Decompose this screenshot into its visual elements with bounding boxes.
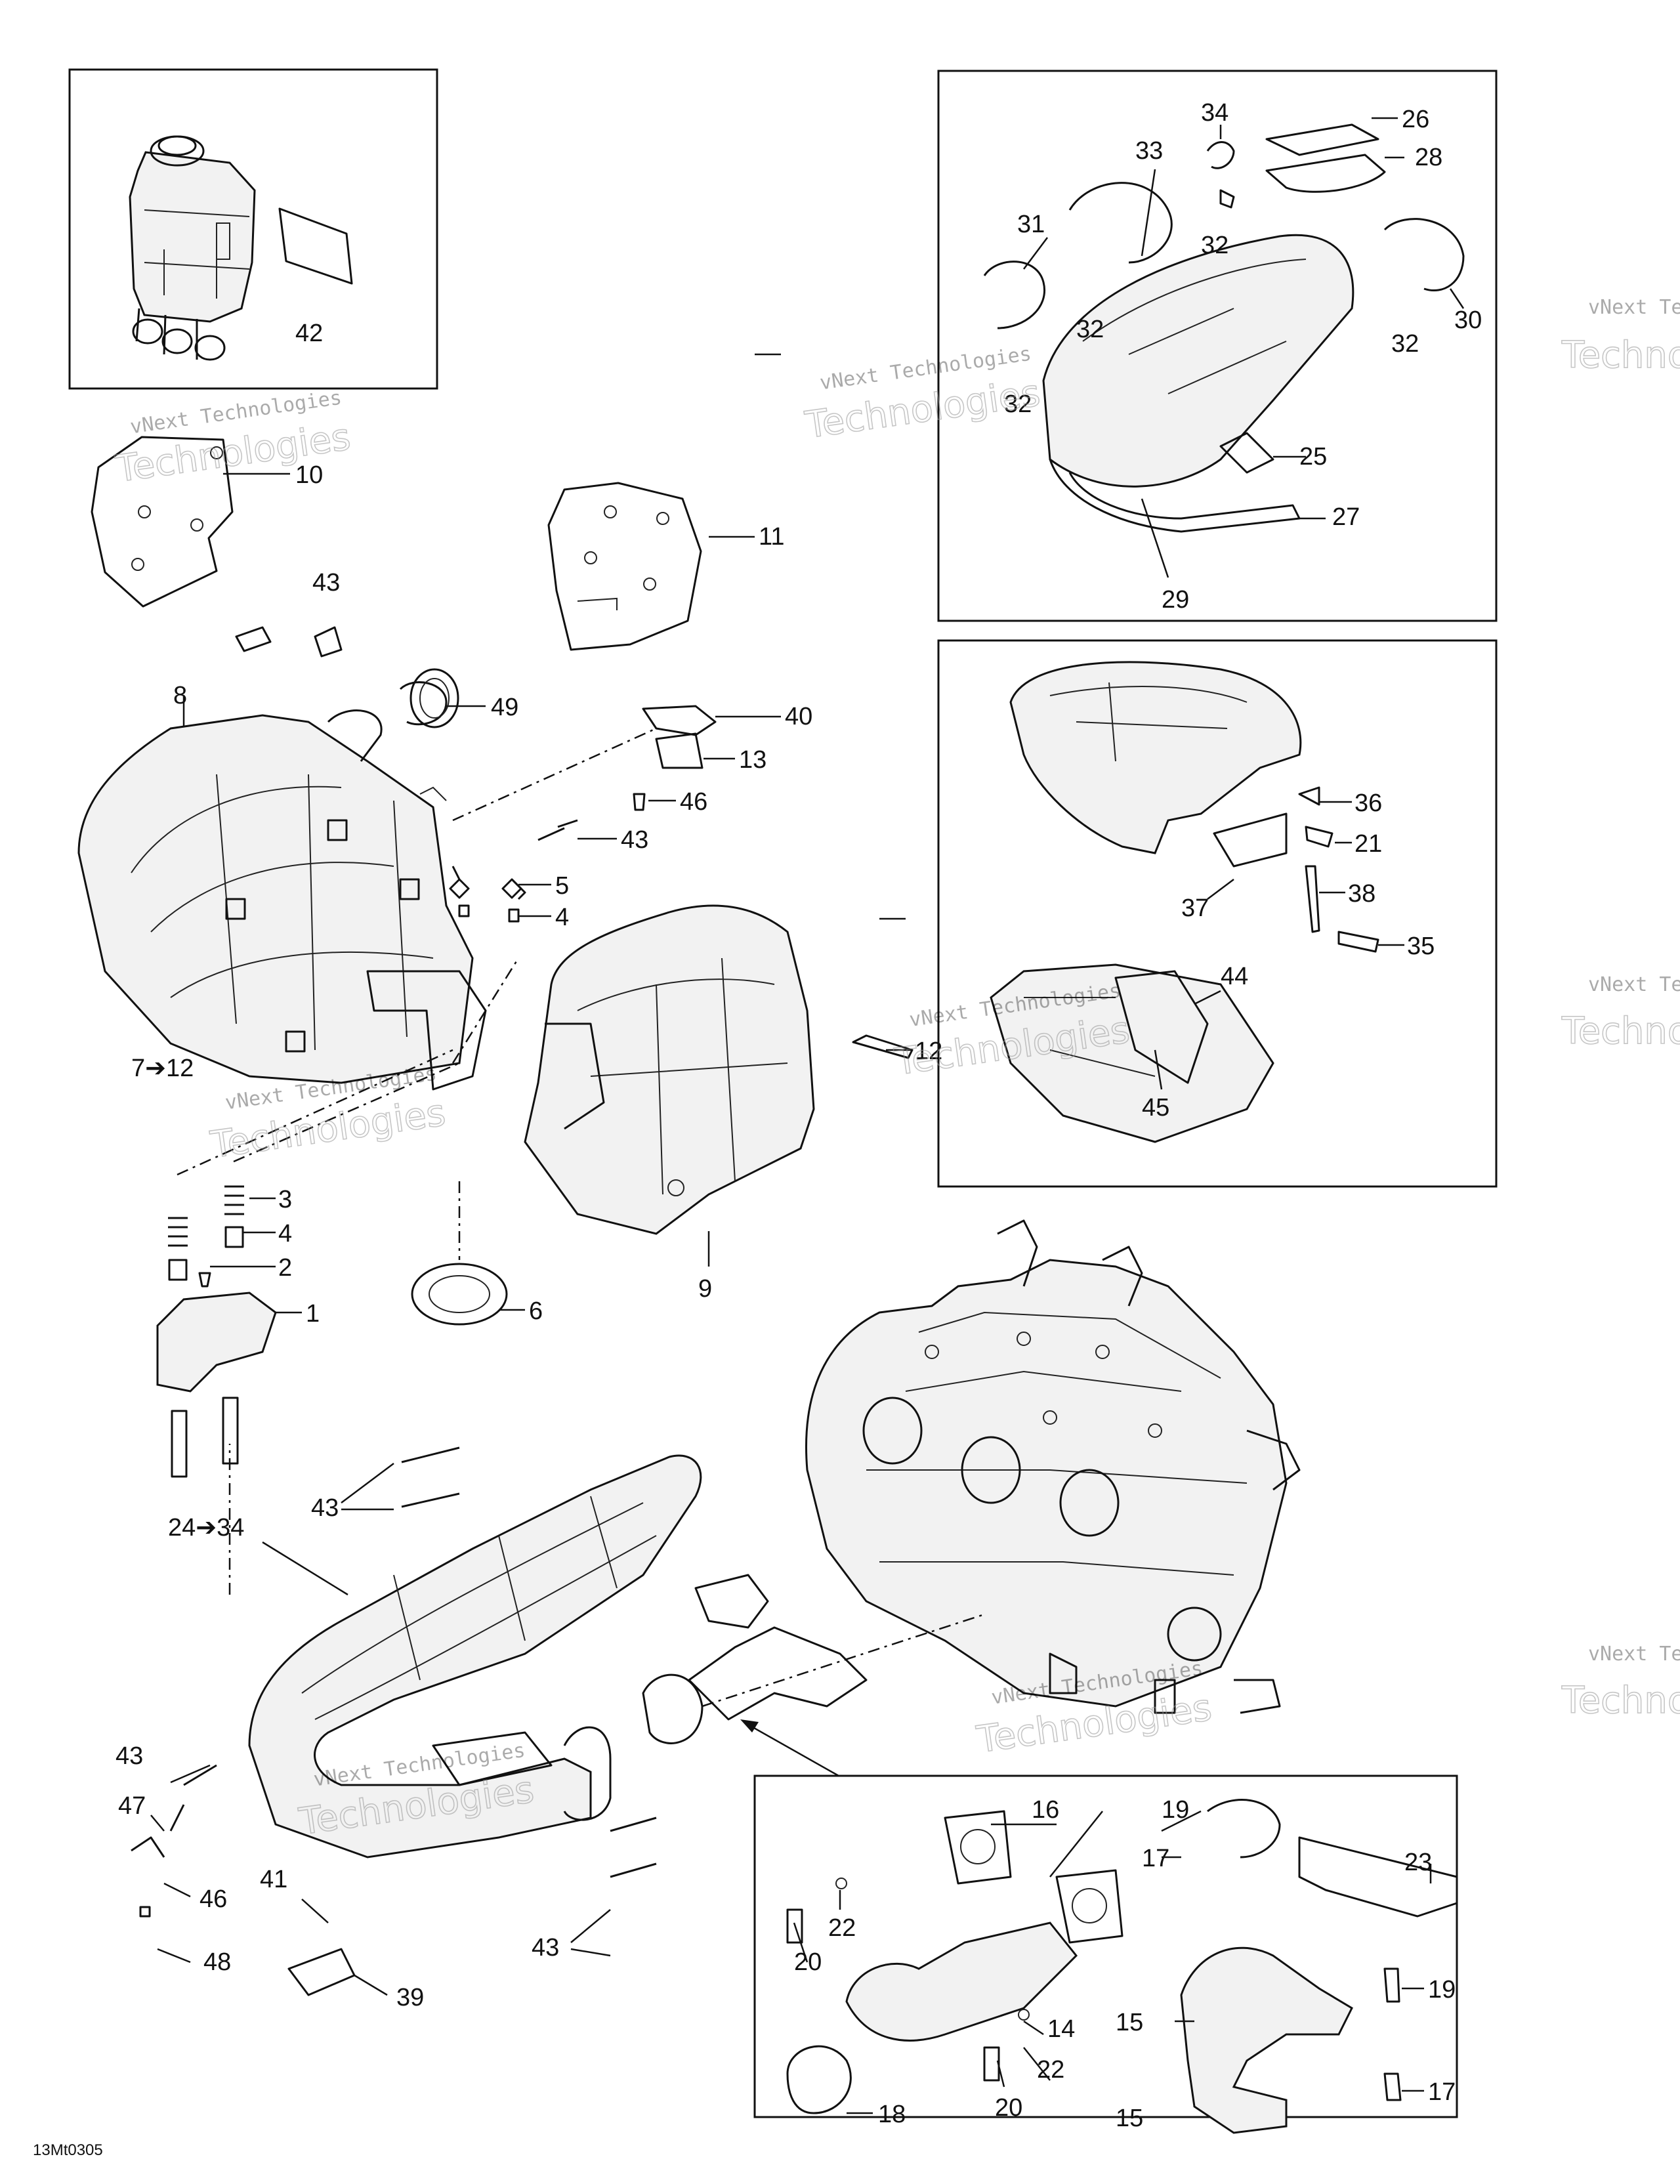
callout-8: 8 — [173, 682, 187, 709]
callout-9: 9 — [698, 1275, 712, 1303]
callout-49: 49 — [491, 694, 518, 721]
callout-30: 30 — [1454, 306, 1482, 334]
watermark-partial-outline: Technol — [1561, 1679, 1680, 1722]
callout-43-c: 43 — [311, 1494, 339, 1522]
callout-24-34: 24➔34 — [168, 1514, 244, 1542]
callout-32-d: 32 — [1391, 330, 1419, 358]
callout-1: 1 — [306, 1300, 320, 1328]
callout-18: 18 — [878, 2101, 906, 2128]
engine-part — [805, 1219, 1301, 1714]
muffler-part — [77, 709, 487, 1091]
watermark-partial: vNext Te — [1588, 973, 1680, 996]
callout-15-a: 15 — [1116, 2009, 1143, 2036]
callout-16: 16 — [1032, 1796, 1059, 1824]
oil-tank-inset-frame — [68, 68, 438, 390]
callout-28: 28 — [1415, 144, 1442, 171]
callout-37: 37 — [1181, 894, 1209, 922]
callout-21: 21 — [1354, 830, 1382, 858]
callout-46-b: 46 — [200, 1885, 227, 1913]
muffler-cover-part — [524, 904, 815, 1235]
callout-34: 34 — [1201, 99, 1228, 127]
tuned-pipe-inset-frame — [937, 70, 1498, 622]
watermark-partial-outline: Technol — [1561, 1010, 1680, 1053]
callout-19-b: 19 — [1428, 1976, 1456, 2004]
leader-lines — [150, 117, 1465, 2118]
callout-26: 26 — [1402, 106, 1429, 133]
callout-40: 40 — [785, 703, 812, 730]
watermark-partial-outline: Technol — [1561, 334, 1680, 377]
heat-shield-panel-11 — [547, 482, 702, 651]
callout-32-c: 32 — [1004, 390, 1032, 418]
tuned-pipe-inset-part — [983, 123, 1465, 533]
callout-48: 48 — [203, 1948, 231, 1976]
watermark-partial: vNext Te — [1588, 296, 1680, 319]
callout-42: 42 — [295, 320, 323, 347]
callout-44: 44 — [1221, 963, 1248, 990]
assembly-center-lines — [177, 727, 985, 1708]
callout-45: 45 — [1142, 1094, 1169, 1122]
mount-bracket-part — [156, 1185, 277, 1478]
heat-shield-panel-10 — [91, 436, 234, 608]
callout-5: 5 — [555, 872, 569, 900]
callout-20-a: 20 — [794, 1948, 822, 1976]
callout-46-a: 46 — [680, 788, 707, 816]
callout-47: 47 — [118, 1792, 146, 1820]
drawing-code: 13Mt0305 — [33, 2141, 103, 2159]
callout-11: 11 — [759, 523, 784, 551]
manifold-inset-pointer — [747, 1723, 839, 1777]
callout-3: 3 — [278, 1186, 292, 1213]
callout-43-b: 43 — [621, 826, 648, 854]
callout-15-b: 15 — [1116, 2105, 1143, 2132]
watermark-partial: vNext Te — [1588, 1643, 1680, 1666]
callout-38: 38 — [1348, 880, 1376, 908]
callout-6: 6 — [529, 1297, 543, 1325]
callout-35: 35 — [1407, 933, 1435, 960]
exhaust-manifold-inset-frame — [753, 1774, 1458, 2118]
callout-23: 23 — [1404, 1849, 1432, 1876]
callout-27: 27 — [1332, 503, 1360, 531]
callout-39: 39 — [396, 1984, 424, 2011]
callout-43-d: 43 — [116, 1742, 143, 1770]
oil-tank-part — [129, 135, 353, 361]
callout-12: 12 — [915, 1038, 942, 1065]
callout-19-a: 19 — [1162, 1796, 1189, 1824]
callout-17-a: 17 — [1142, 1845, 1169, 1872]
callout-22-b: 22 — [1037, 2056, 1064, 2084]
callout-2: 2 — [278, 1254, 292, 1282]
callout-4-b: 4 — [278, 1220, 292, 1248]
callout-10: 10 — [295, 461, 323, 489]
callout-14: 14 — [1047, 2015, 1075, 2043]
callout-43-e: 43 — [532, 1934, 559, 1962]
callout-25: 25 — [1299, 443, 1327, 471]
manifold-inset-parts — [786, 1799, 1458, 2134]
callout-13: 13 — [739, 746, 766, 774]
callout-22-a: 22 — [828, 1914, 856, 1942]
callout-17-b: 17 — [1428, 2078, 1456, 2106]
callout-labels: 42 34 26 28 33 31 32 32 32 32 30 25 27 2… — [116, 99, 1482, 2132]
callout-36: 36 — [1354, 789, 1382, 817]
callout-32-a: 32 — [1201, 232, 1228, 259]
callout-4-a: 4 — [555, 904, 569, 931]
callout-7-12: 7➔12 — [131, 1055, 194, 1082]
callout-29: 29 — [1162, 586, 1189, 614]
callout-20-b: 20 — [995, 2094, 1022, 2122]
exhaust-manifold-main — [642, 1574, 868, 1744]
callout-41: 41 — [260, 1866, 287, 1893]
tuned-pipe-part — [248, 1454, 702, 1858]
callout-43-a: 43 — [312, 569, 340, 597]
heat-shield-inset-part — [990, 661, 1379, 1143]
callout-32-b: 32 — [1076, 316, 1104, 343]
callout-33: 33 — [1135, 137, 1163, 165]
callout-31: 31 — [1017, 211, 1045, 238]
heat-shield-inset-frame — [937, 639, 1498, 1188]
